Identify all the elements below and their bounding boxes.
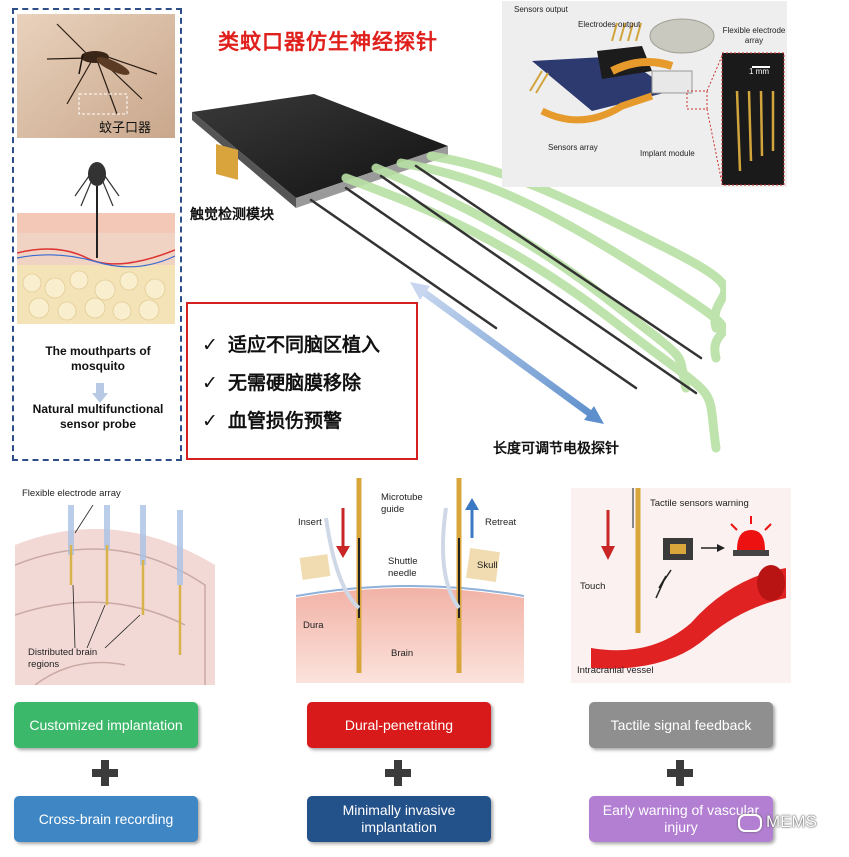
sensors-array-label: Sensors array — [548, 143, 598, 152]
dura-label: Dura — [303, 620, 324, 631]
brain-regions-illustration — [15, 505, 215, 685]
features-box: ✓适应不同脑区植入 ✓无需硬脑膜移除 ✓血管损伤预警 — [186, 302, 418, 460]
scale-bar-label: 1 mm — [749, 67, 769, 76]
probe-label: Natural multifunctional sensor probe — [32, 402, 164, 431]
cross-brain-recording-box: Cross-brain recording — [14, 796, 198, 842]
implant-module-label: Implant module — [640, 149, 695, 158]
tactile-feedback-box: Tactile signal feedback — [589, 702, 773, 748]
tactile-module-label: 触觉检测模块 — [190, 207, 274, 223]
brain-label: Brain — [391, 648, 414, 659]
plus-icon — [667, 760, 693, 786]
flexible-array-label: Flexible electrode array — [22, 488, 121, 499]
watermark: MEMS — [738, 812, 817, 832]
mosquito-label: 蚊子口器 — [99, 121, 152, 136]
plus-icon — [385, 760, 411, 786]
feature-item: ✓无需硬脑膜移除 — [202, 372, 362, 394]
shuttle-needle-label: Shuttle needle — [388, 556, 418, 579]
neural-probe-device — [192, 94, 726, 453]
down-arrow-icon — [92, 383, 108, 403]
plus-icon — [92, 760, 118, 786]
adjustable-probe-label: 长度可调节电极探针 — [493, 441, 619, 457]
chat-bubble-icon — [738, 813, 762, 832]
check-icon: ✓ — [202, 410, 218, 432]
mosquito-panel — [12, 8, 182, 461]
device-photo — [529, 18, 785, 186]
customized-implantation-box: Customized implantation — [14, 702, 198, 748]
check-icon: ✓ — [202, 372, 218, 394]
mosquito-photo — [17, 14, 175, 138]
check-icon: ✓ — [202, 334, 218, 356]
electrodes-output-label: Electrodes output — [578, 20, 641, 29]
sensors-output-label: Sensors output — [514, 5, 568, 14]
intracranial-vessel-label: Intracranial vessel — [577, 665, 654, 676]
flexible-array-photo-label: Flexible electrode array — [722, 26, 786, 45]
skin-penetration-illustration — [17, 162, 175, 324]
feature-item: ✓适应不同脑区植入 — [202, 334, 381, 356]
microtube-guide-label: Microtube guide — [381, 492, 423, 515]
dural-penetrating-box: Dural-penetrating — [307, 702, 491, 748]
touch-label: Touch — [580, 581, 606, 592]
insert-label: Insert — [298, 517, 322, 528]
page-title: 类蚊口器仿生神经探针 — [218, 30, 438, 54]
mouthparts-label: The mouthparts of mosquito — [45, 344, 151, 373]
skull-label: Skull — [477, 560, 498, 571]
vessel-warning-illustration — [571, 488, 791, 683]
dural-penetration-illustration — [296, 478, 524, 683]
minimally-invasive-box: Minimally invasive implantation — [307, 796, 491, 842]
retreat-label: Retreat — [485, 517, 517, 528]
distributed-regions-label: Distributed brain regions — [28, 647, 98, 670]
tactile-warning-label: Tactile sensors warning — [650, 498, 749, 509]
feature-item: ✓血管损伤预警 — [202, 410, 343, 432]
